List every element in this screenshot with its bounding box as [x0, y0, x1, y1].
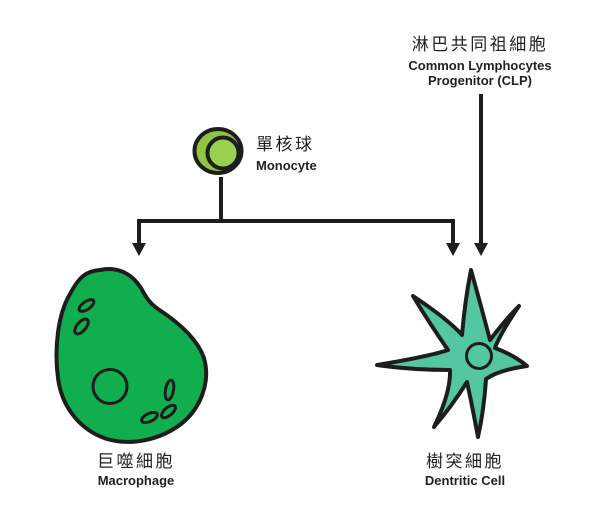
macrophage-label: 巨噬細胞 Macrophage — [66, 450, 206, 488]
branch-lines — [137, 177, 455, 244]
monocyte-label: 單核球 Monocyte — [256, 133, 317, 173]
monocyte-label-zh: 單核球 — [256, 135, 315, 154]
granule-icon — [77, 298, 96, 313]
arrowhead-to-dendritic-from-monocyte — [446, 243, 460, 256]
clp-label-en-line1: Common Lymphocytes — [408, 58, 552, 73]
dendritic-label-en: Dentritic Cell — [424, 473, 506, 488]
dendritic-cell — [375, 268, 529, 439]
monocyte-label-en: Monocyte — [256, 158, 317, 173]
dendritic-label: 樹突細胞 Dentritic Cell — [395, 450, 535, 488]
macrophage-cell — [54, 267, 209, 444]
clp-label-zh: 淋巴共同祖細胞 — [411, 35, 549, 54]
macrophage-granules — [73, 298, 178, 425]
granule-icon — [73, 317, 90, 336]
granule-icon — [140, 410, 159, 425]
granule-icon — [159, 403, 178, 420]
clp-to-dendritic-arrow — [474, 94, 488, 256]
monocyte-nucleus — [205, 135, 241, 171]
clp-label: 淋巴共同祖細胞 Common Lymphocytes Progenitor (C… — [390, 33, 570, 88]
dendritic-nucleus — [465, 342, 493, 370]
arrowhead-clp-to-dendritic — [474, 243, 488, 256]
dendritic-body — [375, 268, 529, 439]
macrophage-body — [54, 267, 209, 444]
clp-label-en-line2: Progenitor (CLP) — [428, 73, 532, 88]
monocyte-cell — [192, 127, 244, 175]
macrophage-label-zh: 巨噬細胞 — [97, 452, 175, 471]
dendritic-label-zh: 樹突細胞 — [426, 452, 504, 471]
granule-icon — [163, 378, 176, 402]
macrophage-label-en: Macrophage — [97, 473, 175, 488]
monocyte-branch-connector — [132, 177, 460, 256]
arrowhead-to-macrophage — [132, 243, 146, 256]
macrophage-nucleus — [91, 368, 129, 405]
